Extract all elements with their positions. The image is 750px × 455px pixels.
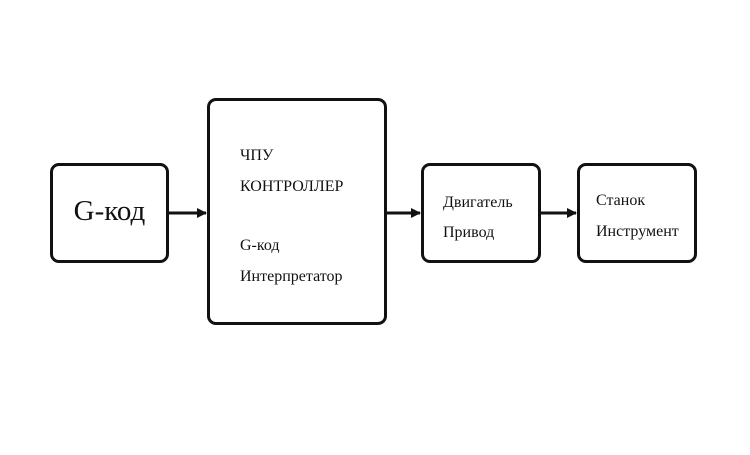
motor-block-line-2: Привод: [443, 224, 495, 241]
cnc-block-line-1: ЧПУ: [240, 147, 274, 164]
machine-block-line-1: Станок: [596, 192, 646, 209]
machine-block-line-2: Инструмент: [596, 223, 679, 240]
cnc-block-line-2: КОНТРОЛЛЕР: [240, 178, 344, 195]
cnc-block-line-3: G-код: [240, 237, 280, 254]
cnc-controller-block: ЧПУ КОНТРОЛЛЕР G-код Интерпретатор: [207, 98, 387, 325]
gcode-block-label: G-код: [73, 194, 146, 227]
cnc-block-line-4: Интерпретатор: [240, 268, 343, 285]
motor-block-line-1: Двигатель: [443, 194, 513, 211]
motor-drive-block: Двигатель Привод: [421, 163, 541, 263]
machine-tool-block: Станок Инструмент: [577, 163, 697, 263]
gcode-block: G-код: [50, 163, 169, 263]
